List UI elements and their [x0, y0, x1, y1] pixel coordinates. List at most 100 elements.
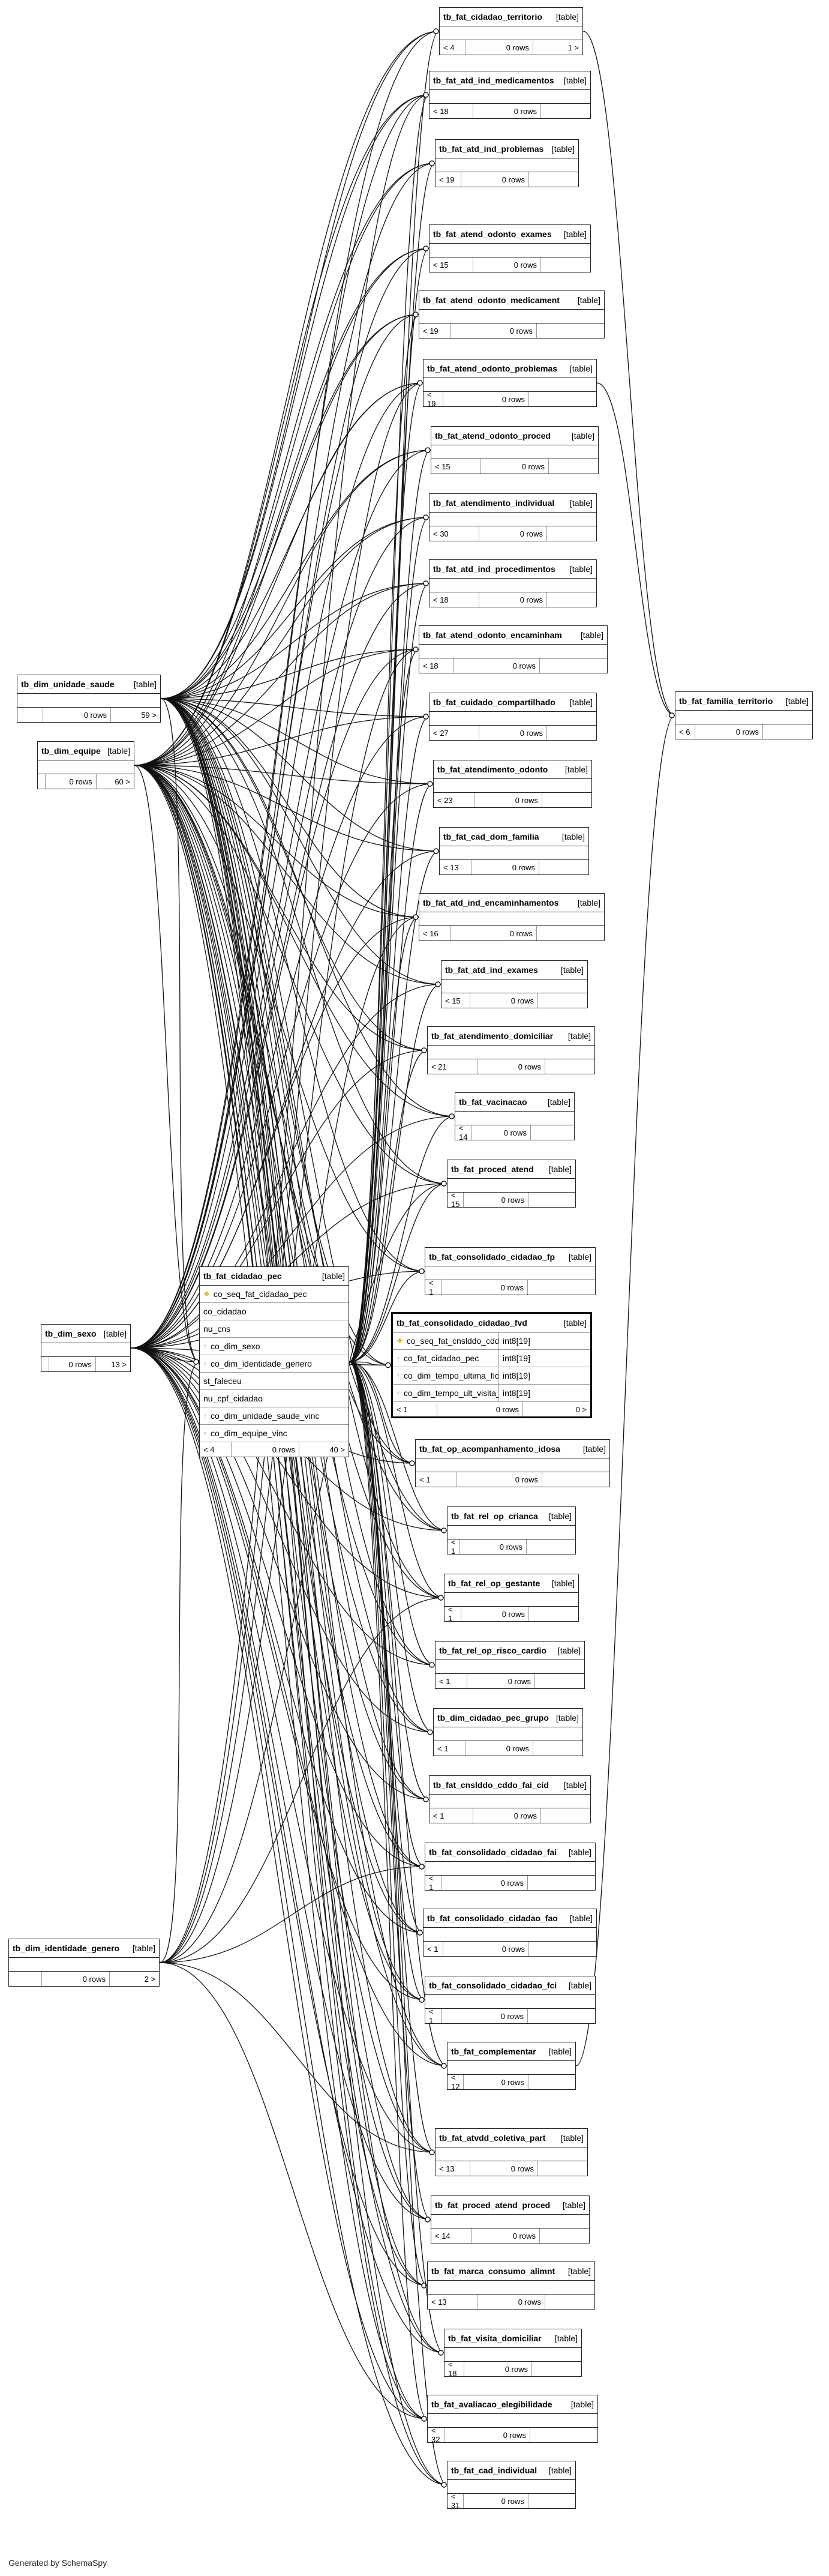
parent-count[interactable]: < 15 [445, 996, 461, 1005]
table-name[interactable]: tb_fat_familia_territorio [679, 696, 773, 706]
column-row[interactable]: ↑co_dim_equipe_vinc [200, 1425, 349, 1442]
table-name[interactable]: tb_fat_atend_odonto_problemas [427, 364, 558, 373]
table-name[interactable]: tb_fat_atendimento_individual [433, 498, 555, 508]
parent-count[interactable]: < 14 [435, 2231, 450, 2240]
child-count[interactable] [527, 1193, 575, 1207]
parent-count[interactable]: < 1 [429, 1278, 434, 1296]
table-name[interactable]: tb_fat_rel_op_gestante [448, 1578, 540, 1588]
table-name[interactable]: tb_fat_cnslddo_cddo_fai_cid [433, 1780, 549, 1790]
child-count[interactable] [527, 2075, 575, 2089]
child-count[interactable]: 60 > [95, 774, 134, 789]
table-name[interactable]: tb_fat_vacinacao [459, 1097, 527, 1107]
table-name[interactable]: tb_fat_visita_domiciliar [448, 2334, 542, 2343]
table-name[interactable]: tb_fat_complementar [451, 2047, 536, 2056]
table-tb-fat-atend-odonto-problemas[interactable]: tb_fat_atend_odonto_problemas[table]< 19… [423, 359, 597, 408]
child-count[interactable] [542, 1472, 609, 1487]
table-name[interactable]: tb_fat_atd_ind_problemas [439, 144, 544, 154]
table-name[interactable]: tb_dim_equipe [41, 746, 101, 756]
child-count[interactable] [526, 1539, 575, 1554]
table-name[interactable]: tb_fat_consolidado_cidadao_fvd [397, 1318, 527, 1328]
child-count[interactable] [546, 726, 596, 740]
parent-count[interactable]: < 1 [437, 1744, 449, 1753]
column-row[interactable]: ❖co_seq_fat_cidadao_pec [200, 1286, 349, 1303]
column-row[interactable]: ↑co_dim_unidade_saude_vinc [200, 1407, 349, 1425]
parent-count[interactable]: < 19 [439, 175, 455, 184]
parent-count[interactable]: < 1 [429, 1874, 434, 1892]
child-count[interactable] [536, 926, 604, 940]
table-tb-fat-consolidado-cidadao-fao[interactable]: tb_fat_consolidado_cidadao_fao[table]< 1… [423, 1909, 597, 1957]
child-count[interactable] [528, 172, 578, 187]
child-count[interactable] [531, 2362, 581, 2376]
parent-count[interactable]: < 18 [423, 661, 438, 670]
child-count[interactable] [528, 1607, 578, 1621]
parent-count[interactable]: < 18 [433, 595, 449, 604]
table-name[interactable]: tb_dim_identidade_genero [13, 1943, 120, 1953]
table-name[interactable]: tb_fat_atd_ind_procedimentos [433, 564, 555, 574]
child-count[interactable] [527, 2494, 575, 2508]
table-name[interactable]: tb_fat_atendimento_odonto [437, 765, 548, 774]
child-count[interactable] [533, 1741, 582, 1756]
table-name[interactable]: tb_dim_sexo [45, 1329, 97, 1338]
child-count[interactable] [528, 392, 596, 406]
table-name[interactable]: tb_fat_cuidado_compartilhado [433, 697, 555, 707]
table-tb-fat-atendimento-individual[interactable]: tb_fat_atendimento_individual[table]< 30… [429, 493, 597, 541]
parent-count[interactable]: < 12 [451, 2073, 460, 2091]
table-name[interactable]: tb_fat_atend_odonto_encaminham [423, 630, 562, 640]
table-tb-fat-cidadao-pec[interactable]: tb_fat_cidadao_pec[table]❖co_seq_fat_cid… [199, 1266, 349, 1457]
child-count[interactable] [540, 104, 590, 118]
parent-count[interactable]: < 23 [437, 795, 453, 805]
table-name[interactable]: tb_fat_atend_odonto_medicament [423, 295, 560, 305]
table-tb-fat-avaliacao-elegibilidade[interactable]: tb_fat_avaliacao_elegibilidade[table]< 3… [427, 2395, 598, 2444]
parent-count[interactable]: < 30 [433, 529, 449, 538]
column-row[interactable]: ❖co_seq_fat_cnslddo_cddo_fvdint8[19] [393, 1332, 590, 1350]
parent-count[interactable]: < 15 [435, 462, 450, 471]
parent-count[interactable]: < 32 [431, 2426, 440, 2444]
table-tb-fat-consolidado-cidadao-fci[interactable]: tb_fat_consolidado_cidadao_fci[table]< 1… [425, 1976, 596, 2025]
table-name[interactable]: tb_fat_cidadao_territorio [443, 12, 542, 22]
child-count[interactable] [527, 1280, 595, 1295]
table-name[interactable]: tb_fat_consolidado_cidadao_fci [429, 1981, 557, 1990]
parent-count[interactable]: < 1 [397, 1404, 408, 1414]
table-name[interactable]: tb_dim_cidadao_pec_grupo [437, 1713, 549, 1723]
child-count[interactable]: 59 > [110, 708, 160, 722]
parent-count[interactable]: < 4 [443, 43, 455, 52]
table-tb-fat-consolidado-cidadao-fvd[interactable]: tb_fat_consolidado_cidadao_fvd[table]❖co… [391, 1312, 592, 1418]
table-tb-fat-atend-odonto-medicament[interactable]: tb_fat_atend_odonto_medicament[table]< 1… [419, 290, 605, 339]
parent-count[interactable]: < 21 [431, 1062, 447, 1071]
table-name[interactable]: tb_fat_atendimento_domiciliar [431, 1031, 554, 1041]
table-name[interactable]: tb_dim_unidade_saude [21, 679, 115, 689]
table-tb-fat-atendimento-domiciliar[interactable]: tb_fat_atendimento_domiciliar[table]< 21… [427, 1026, 595, 1074]
parent-count[interactable]: < 6 [679, 727, 690, 736]
table-tb-fat-atend-odonto-encaminham[interactable]: tb_fat_atend_odonto_encaminham[table]< 1… [419, 625, 608, 673]
parent-count[interactable]: < 1 [451, 1538, 456, 1556]
parent-count[interactable]: < 1 [433, 1811, 444, 1820]
child-count[interactable] [545, 2295, 594, 2309]
parent-count[interactable]: < 1 [448, 1605, 453, 1623]
parent-count[interactable]: < 4 [203, 1445, 215, 1454]
child-count[interactable] [527, 1876, 595, 1890]
parent-count[interactable]: < 16 [423, 928, 438, 938]
child-count[interactable] [548, 459, 598, 474]
table-name[interactable]: tb_fat_marca_consumo_alimnt [431, 2266, 555, 2276]
parent-count[interactable] [38, 774, 45, 789]
parent-count[interactable]: < 1 [429, 2007, 434, 2025]
parent-count[interactable]: < 14 [459, 1124, 468, 1142]
parent-count[interactable]: < 15 [433, 260, 449, 269]
child-count[interactable] [762, 724, 812, 739]
child-count[interactable] [539, 658, 607, 673]
child-count[interactable] [537, 2161, 587, 2176]
column-row[interactable]: ↑co_dim_sexo [200, 1338, 349, 1355]
table-name[interactable]: tb_fat_atd_ind_exames [445, 965, 538, 975]
parent-count[interactable]: < 1 [427, 1944, 438, 1954]
